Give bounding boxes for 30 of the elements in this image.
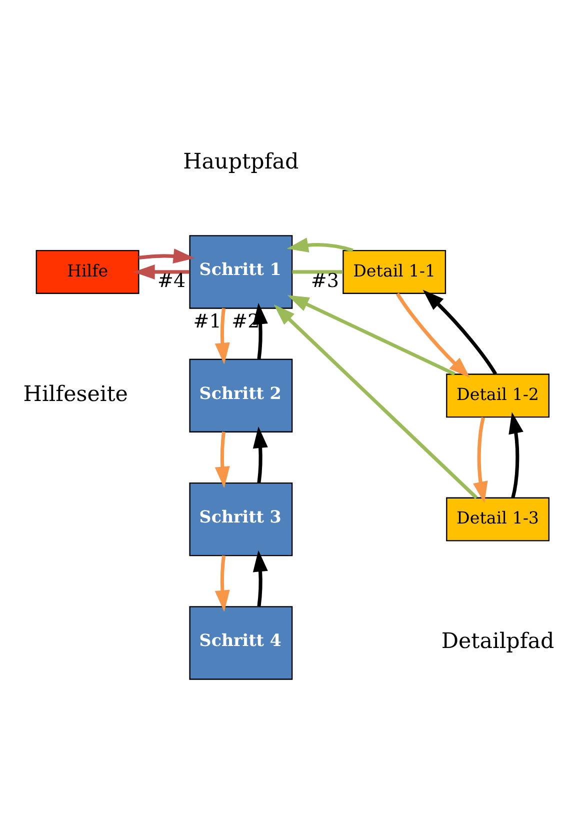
- node-box: Schritt 3: [189, 482, 293, 556]
- edge-label: #1: [193, 310, 222, 332]
- arrow: [286, 238, 354, 252]
- node-box: Detail 1-1: [342, 250, 446, 294]
- node-box: Schritt 1: [189, 235, 293, 309]
- node-box: Schritt 2: [189, 358, 293, 432]
- arrow: [274, 304, 478, 500]
- arrow: [214, 432, 230, 488]
- node-box: Schritt 4: [189, 606, 293, 680]
- arrow: [138, 248, 195, 264]
- arrow: [422, 290, 498, 375]
- arrow: [473, 417, 488, 504]
- edge-label: #3: [310, 270, 339, 292]
- arrow: [252, 426, 268, 483]
- arrow: [252, 302, 268, 360]
- node-box: Detail 1-3: [446, 497, 550, 542]
- label: Detailpfad: [441, 629, 554, 654]
- arrow: [214, 308, 230, 364]
- arrow: [252, 550, 268, 607]
- arrow: [508, 412, 524, 498]
- node-box: Hilfe: [36, 250, 140, 294]
- connector: [292, 270, 343, 274]
- node-box: Detail 1-2: [446, 374, 550, 418]
- label: Hilfeseite: [23, 382, 128, 407]
- label: Hauptpfad: [183, 149, 299, 174]
- edge-label: #4: [158, 270, 186, 292]
- arrow: [133, 264, 190, 280]
- arrow: [396, 292, 470, 378]
- arrow: [214, 555, 230, 612]
- arrow: [287, 295, 456, 376]
